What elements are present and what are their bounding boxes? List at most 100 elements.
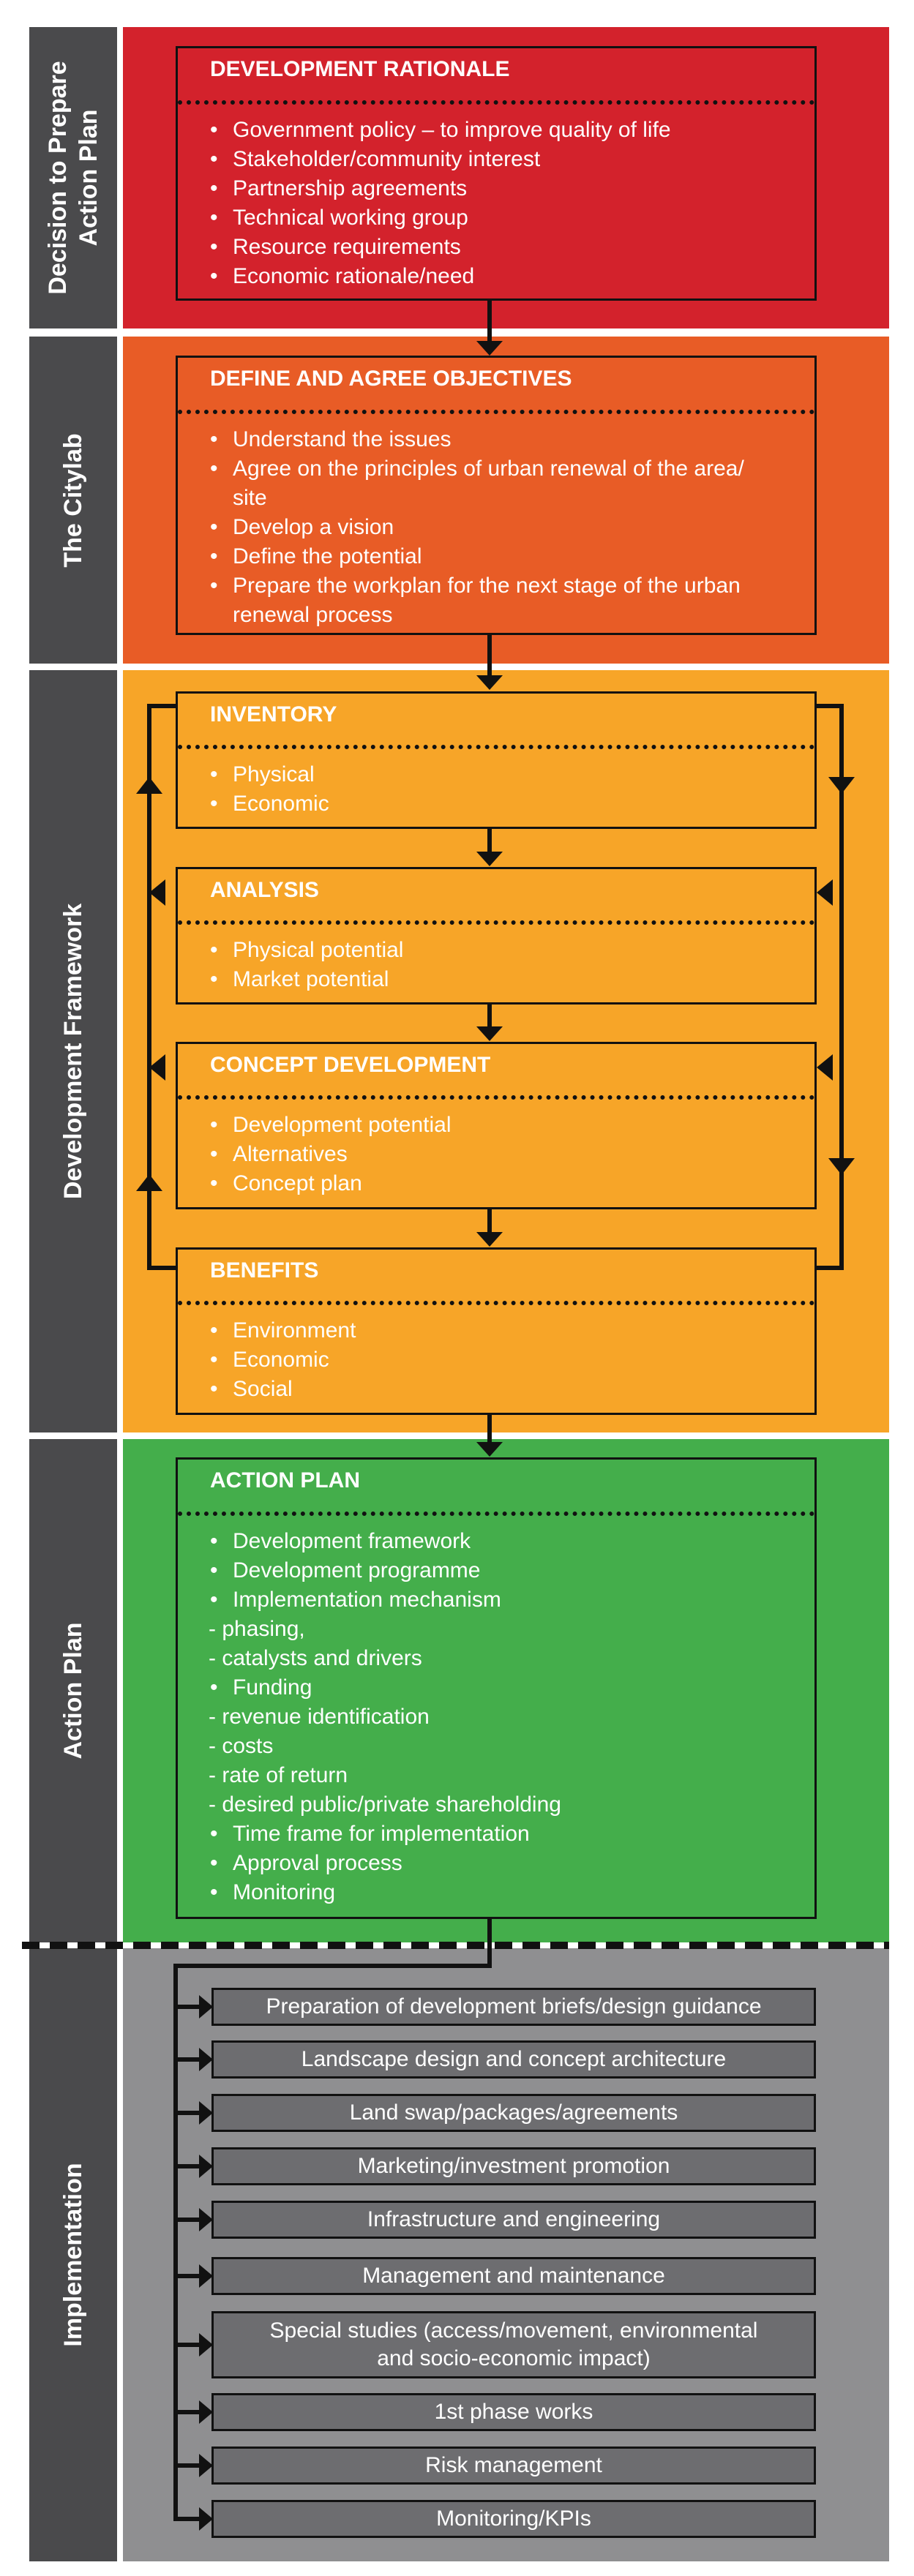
list-item: •Government policy – to improve quality …	[210, 118, 671, 142]
bullet-list: •Environment •Economic •Social	[210, 1316, 800, 1404]
arrow-up	[136, 777, 162, 794]
implementation-item: Special studies (access/movement, enviro…	[211, 2311, 816, 2378]
implementation-item: Infrastructure and engineering	[211, 2201, 816, 2239]
implementation-item: Monitoring/KPIs	[211, 2500, 816, 2538]
dotted-divider	[178, 1301, 814, 1305]
list-item: •- catalysts and drivers	[209, 1646, 422, 1670]
arrow-down	[476, 1232, 503, 1247]
section-label-citylab: The Citylab	[29, 337, 117, 664]
dotted-divider	[178, 920, 814, 925]
implementation-item: Marketing/investment promotion	[211, 2147, 816, 2185]
bullet-list: •Physical •Economic	[210, 760, 800, 819]
list-item: •- rate of return	[209, 1763, 348, 1787]
arrow-right	[199, 2101, 213, 2125]
list-item: •Market potential	[210, 967, 389, 991]
implementation-trunk-line	[173, 1917, 492, 2521]
dotted-divider	[178, 1512, 814, 1516]
list-item: •Monitoring	[210, 1880, 336, 1904]
bullet-list: •Understand the issues •Agree on the pri…	[210, 425, 800, 630]
list-item: •Prepare the workplan for the next stage…	[210, 574, 741, 627]
box-title: CONCEPT DEVELOPMENT	[210, 1053, 491, 1077]
list-item: •- desired public/private shareholding	[209, 1792, 561, 1817]
dotted-divider	[178, 410, 814, 414]
list-item: •Environment	[210, 1318, 356, 1343]
list-item: •Economic rationale/need	[210, 264, 475, 288]
box-title: DEFINE AND AGREE OBJECTIVES	[210, 367, 572, 391]
bullet-list: •Physical potential •Market potential	[210, 936, 800, 994]
list-item: •- revenue identification	[209, 1705, 430, 1729]
implementation-item: Landscape design and concept architectur…	[211, 2040, 816, 2079]
list-item: •Economic	[210, 792, 329, 816]
right-loop-line	[814, 704, 844, 1270]
arrow-right	[199, 2264, 213, 2288]
list-item: •Technical working group	[210, 206, 468, 230]
list-item: •Define the potential	[210, 544, 422, 568]
arrow-down	[476, 341, 503, 356]
list-item: •Develop a vision	[210, 515, 394, 539]
box-title: DEVELOPMENT RATIONALE	[210, 57, 510, 81]
box-analysis: ANALYSIS •Physical potential •Market pot…	[176, 867, 817, 1005]
box-development-rationale: DEVELOPMENT RATIONALE •Government policy…	[176, 46, 817, 301]
section-label-decision: Decision to Prepare Action Plan	[29, 27, 117, 328]
list-item: •Resource requirements	[210, 235, 461, 259]
band-action	[123, 1439, 889, 1942]
list-item: •Development programme	[210, 1558, 481, 1582]
list-item: •Development framework	[210, 1529, 471, 1553]
arrow-left	[817, 1054, 833, 1081]
list-item: •Development potential	[210, 1113, 452, 1137]
list-item: •- costs	[209, 1734, 274, 1758]
list-item: •Funding	[210, 1675, 312, 1700]
implementation-item: Risk management	[211, 2447, 816, 2485]
list-item: •- phasing,	[209, 1617, 305, 1641]
dotted-divider	[178, 1095, 814, 1100]
box-title: ANALYSIS	[210, 878, 319, 902]
list-item: •Concept plan	[210, 1171, 362, 1195]
arrow-right	[199, 2507, 213, 2531]
arrow-right	[199, 2454, 213, 2477]
band-decision	[123, 27, 889, 328]
arrow-down	[828, 1158, 855, 1175]
list-item: •Physical potential	[210, 938, 404, 962]
list-item: •Time frame for implementation	[210, 1822, 530, 1846]
box-inventory: INVENTORY •Physical •Economic	[176, 691, 817, 829]
arrow-down	[828, 777, 855, 794]
arrow-right	[199, 2048, 213, 2071]
implementation-item: Land swap/packages/agreements	[211, 2094, 816, 2132]
box-define-objectives: DEFINE AND AGREE OBJECTIVES •Understand …	[176, 356, 817, 635]
arrow-left	[149, 1054, 165, 1081]
dotted-divider	[178, 745, 814, 749]
arrow-right	[199, 2208, 213, 2231]
list-item: •Social	[210, 1377, 293, 1401]
section-label-framework: Development Framework	[29, 670, 117, 1432]
list-item: •Agree on the principles of urban renewa…	[210, 457, 744, 510]
bullet-list: •Development framework •Development prog…	[209, 1527, 800, 1907]
arrow-left	[817, 879, 833, 906]
box-title: ACTION PLAN	[210, 1468, 360, 1492]
list-item: •Approval process	[210, 1851, 402, 1875]
arrow-down	[476, 1442, 503, 1457]
list-item: •Partnership agreements	[210, 176, 468, 200]
arrow-right	[199, 1995, 213, 2019]
dotted-divider	[178, 100, 814, 105]
band-framework	[123, 670, 889, 1432]
list-item: •Implementation mechanism	[210, 1588, 501, 1612]
bullet-list: •Government policy – to improve quality …	[210, 116, 800, 291]
implementation-item: Management and maintenance	[211, 2257, 816, 2295]
band-citylab	[123, 337, 889, 664]
list-item: •Stakeholder/community interest	[210, 147, 541, 171]
arrow-right	[199, 2400, 213, 2424]
list-item: •Alternatives	[210, 1142, 348, 1166]
list-item: •Economic	[210, 1348, 329, 1372]
arrow-right	[199, 2333, 213, 2357]
section-label-action: Action Plan	[29, 1439, 117, 1942]
box-benefits: BENEFITS •Environment •Economic •Social	[176, 1247, 817, 1415]
arrow-right	[199, 2155, 213, 2178]
arrow-down	[476, 1026, 503, 1041]
arrow-down	[476, 675, 503, 690]
box-title: INVENTORY	[210, 702, 337, 726]
arrow-left	[149, 879, 165, 906]
box-title: BENEFITS	[210, 1258, 319, 1283]
list-item: •Understand the issues	[210, 427, 452, 451]
arrow-up	[136, 1174, 162, 1191]
